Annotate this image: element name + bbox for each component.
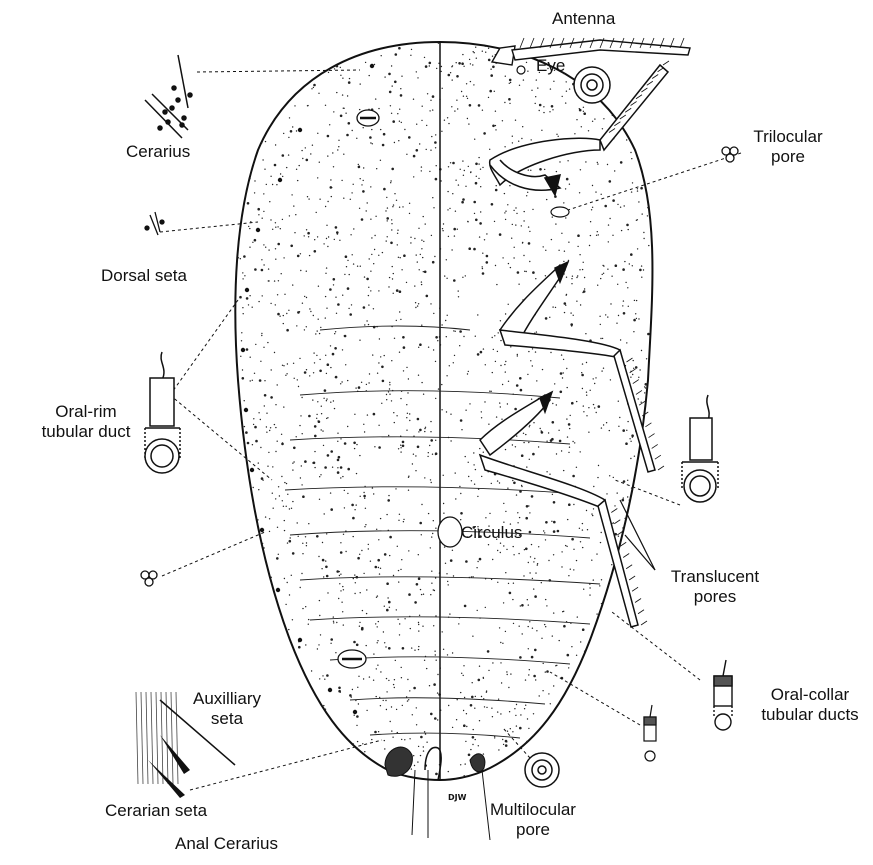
label-dorsal-seta: Dorsal seta (101, 266, 187, 286)
leader-lines (160, 70, 741, 790)
anal-lobe-right (470, 754, 485, 772)
label-trilocular-line2: pore (738, 147, 838, 167)
label-multilocular-line1: Multilocular (478, 800, 588, 820)
label-translucent-line1: Translucent (655, 567, 775, 587)
body-outline (235, 42, 652, 780)
multilocular-pore-icon (525, 753, 559, 787)
label-auxilliary-line1: Auxilliary (182, 689, 272, 709)
label-trilocular-pore: Trilocular pore (738, 127, 838, 167)
translucent-pointers (620, 500, 655, 570)
anal-lobe-left (385, 747, 412, 776)
label-circulus: Circulus (461, 523, 522, 543)
label-oral-collar-line2: tubular ducts (755, 705, 865, 725)
leg-hairs (609, 61, 669, 625)
cerarius-detail-icon (145, 55, 192, 138)
label-translucent-line2: pores (655, 587, 775, 607)
eye-spot (517, 66, 525, 74)
label-oral-rim-line2: tubular duct (30, 422, 142, 442)
oral-collar-duct-icon (714, 660, 732, 730)
label-translucent-pores: Translucent pores (655, 567, 775, 607)
label-oral-collar: Oral-collar tubular ducts (755, 685, 865, 725)
body-stipple (232, 42, 658, 782)
label-cerarian-seta: Cerarian seta (105, 801, 207, 821)
label-oral-rim-line1: Oral-rim (30, 402, 142, 422)
label-trilocular-line1: Trilocular (738, 127, 838, 147)
label-auxilliary-line2: seta (182, 709, 272, 729)
label-multilocular-pore: Multilocular pore (478, 800, 588, 840)
label-cerarius: Cerarius (126, 142, 190, 162)
label-oral-collar-line1: Oral-collar (755, 685, 865, 705)
oral-rim-duct-detail-icon (145, 352, 180, 473)
label-auxilliary-seta: Auxilliary seta (182, 689, 272, 729)
label-oral-rim: Oral-rim tubular duct (30, 402, 142, 442)
trilocular-pore-left-icon (141, 571, 157, 586)
eye-detail-icon (574, 67, 610, 103)
label-anal-cerarius: Anal Cerarius (175, 834, 278, 854)
circulus-drawing (438, 517, 462, 547)
artist-mark: DJW (448, 793, 467, 802)
label-antenna: Antenna (552, 9, 615, 29)
trilocular-pore-icon (722, 147, 738, 162)
oral-rim-duct-right-detail-icon (682, 395, 718, 502)
oral-collar-duct-small-icon (644, 705, 656, 761)
label-multilocular-line2: pore (478, 820, 588, 840)
label-eye: Eye (536, 56, 565, 76)
